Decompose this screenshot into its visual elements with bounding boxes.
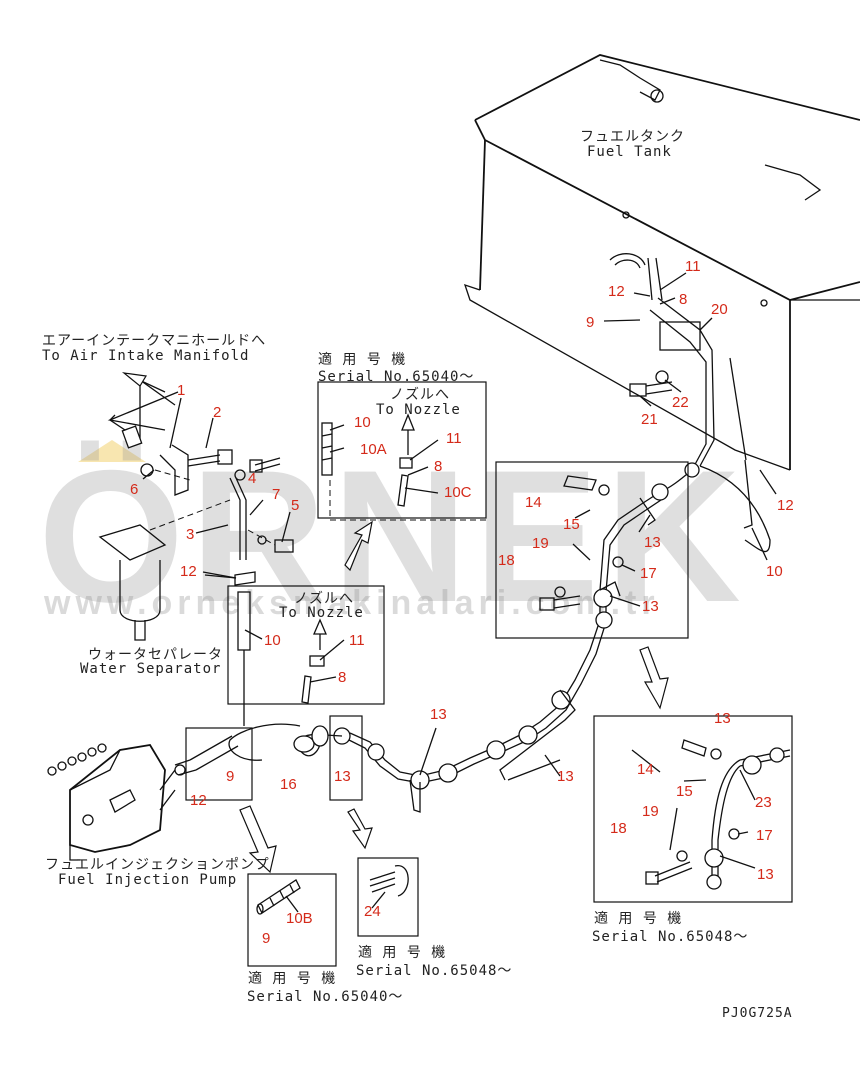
callout-13-c: 13 (557, 768, 574, 785)
serial-label-jp-4: 適 用 号 機 (248, 971, 337, 987)
main-fuel-pipe (333, 462, 700, 813)
water-separator-label-en: Water Separator (80, 661, 222, 677)
detail-box-nozzle-lower (227, 585, 385, 705)
callout-11-a: 11 (446, 430, 462, 447)
watermark-url: www.orneksmakinalari.com.tr (44, 584, 660, 622)
nozzle-label-jp-2: ノズルへ (294, 591, 354, 607)
callout-13-e: 13 (642, 598, 659, 615)
callout-18-b: 18 (610, 820, 627, 837)
serial-label-65040-4: Serial No.65040～ (247, 989, 404, 1005)
callout-22: 22 (672, 394, 689, 411)
callout-10-a: 10 (354, 414, 371, 431)
callout-23: 23 (755, 794, 772, 811)
callout-20: 20 (711, 301, 728, 318)
water-separator-drawing (98, 378, 294, 641)
detail-box-65048-right (593, 715, 793, 903)
callout-19-b: 19 (642, 803, 659, 820)
callout-8-tank: 8 (679, 291, 688, 308)
drawing-code: PJ0G725A (722, 1006, 793, 1021)
fuel-tank-label-jp: フュエルタンク (580, 129, 685, 145)
callout-18-a: 18 (498, 552, 515, 569)
serial-label-65048-2: Serial No.65048～ (592, 929, 749, 945)
detail-box-clamp-upper (495, 461, 689, 639)
callout-16: 16 (280, 776, 297, 793)
air-intake-label-en: To Air Intake Manifold (42, 348, 250, 364)
callout-15-b: 15 (676, 783, 693, 800)
callout-13-b: 13 (430, 706, 447, 723)
fuel-tank-label-en: Fuel Tank (587, 144, 672, 160)
detail-box-10b (247, 873, 337, 967)
callout-1: 1 (177, 382, 186, 399)
callout-10a: 10A (360, 441, 387, 458)
serial-label-jp-3: 適 用 号 機 (358, 945, 447, 961)
serial-label-65048-3: Serial No.65048～ (356, 963, 513, 979)
detail-box-part13 (329, 715, 363, 801)
nozzle-label-jp-1: ノズルへ (390, 387, 450, 403)
callout-13-d: 13 (644, 534, 661, 551)
callout-10b: 10B (286, 910, 313, 927)
detail-box-65040-upper (317, 381, 487, 519)
callout-11-b: 11 (349, 632, 365, 649)
callout-10-hose: 10 (766, 563, 783, 580)
callout-17-b: 17 (756, 827, 773, 844)
callout-12-tank: 12 (608, 283, 625, 300)
serial-label-65040-1: Serial No.65040～ (318, 369, 475, 385)
callout-9-a: 9 (226, 768, 235, 785)
callout-21: 21 (641, 411, 658, 428)
callout-9-b: 9 (262, 930, 271, 947)
serial-label-jp-1: 適 用 号 機 (318, 352, 407, 368)
callout-7: 7 (272, 486, 281, 503)
fuel-tank-drawing (463, 54, 860, 471)
injection-pump-label-jp: フュエルインジェクションポンプ (45, 857, 270, 873)
detail-box-part9 (185, 727, 253, 801)
callout-14-b: 14 (637, 761, 654, 778)
callout-11-tank: 11 (685, 258, 701, 275)
nozzle-label-en-1: To Nozzle (376, 402, 461, 418)
callout-2: 2 (213, 404, 222, 421)
callout-13-g: 13 (757, 866, 774, 883)
callout-12-pump: 12 (190, 792, 207, 809)
bolt-21-washer-22-drawing (629, 370, 673, 397)
callout-10-b: 10 (264, 632, 281, 649)
callout-10c: 10C (444, 484, 472, 501)
callout-13-f: 13 (714, 710, 731, 727)
injection-pump-drawing (47, 743, 176, 861)
callout-5: 5 (291, 497, 300, 514)
callout-19-a: 19 (532, 535, 549, 552)
callout-4: 4 (248, 470, 257, 487)
air-intake-label-jp: エアーインテークマニホールドへ (42, 333, 267, 349)
callout-24: 24 (364, 903, 381, 920)
water-separator-label-jp: ウォータセパレータ (88, 647, 223, 663)
callout-13-a: 13 (334, 768, 351, 785)
callout-12-hose: 12 (777, 497, 794, 514)
callout-15-a: 15 (563, 516, 580, 533)
callout-9-tank: 9 (586, 314, 595, 331)
lower-hose-drawing (174, 723, 343, 776)
watermark-brand: ÖRNEK (38, 431, 747, 641)
callout-8-a: 8 (434, 458, 443, 475)
detail-box-24 (357, 857, 419, 937)
callout-6: 6 (130, 481, 139, 498)
callout-17-a: 17 (640, 565, 657, 582)
injection-pump-label-en: Fuel Injection Pump (58, 872, 238, 888)
callout-12-separator: 12 (180, 563, 197, 580)
serial-label-jp-2: 適 用 号 機 (594, 911, 683, 927)
callout-8-b: 8 (338, 669, 347, 686)
callout-3: 3 (186, 526, 195, 543)
nozzle-label-en-2: To Nozzle (279, 605, 364, 621)
callout-14-a: 14 (525, 494, 542, 511)
